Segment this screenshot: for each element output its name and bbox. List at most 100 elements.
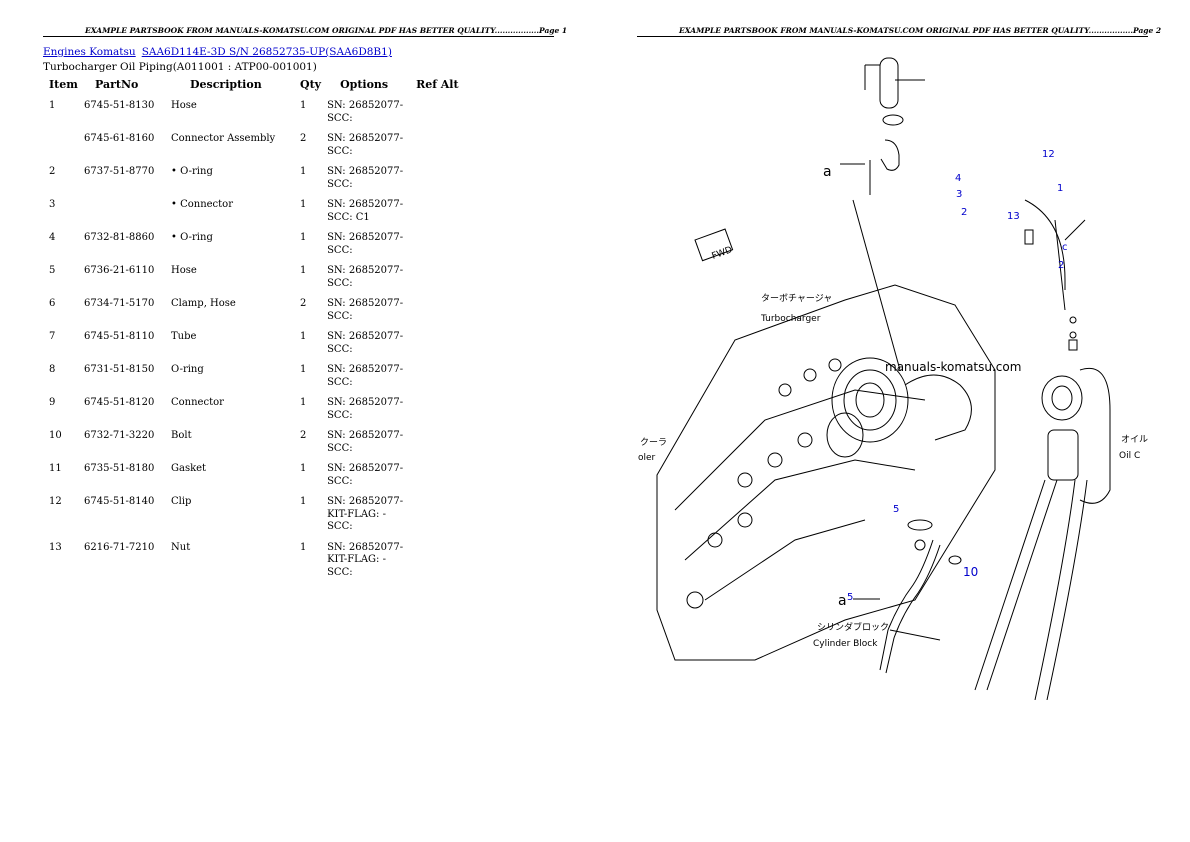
cell-description: • O-ring	[171, 232, 213, 243]
turbocharger	[826, 357, 972, 458]
engine-block	[656, 284, 996, 661]
callout-5: 5	[893, 504, 899, 515]
col-header-partno: PartNo	[95, 77, 139, 91]
label-block-jp: シリンダブロック	[817, 621, 889, 633]
cell-refalt	[413, 534, 463, 580]
cell-description: Connector Assembly	[171, 133, 276, 144]
cell-qty: 2	[300, 430, 307, 441]
fwd-arrow-icon	[694, 228, 734, 262]
hose-right	[974, 479, 1046, 691]
cell-item: 6	[49, 298, 56, 309]
label-cooler-jp: クーラ	[640, 437, 667, 448]
cell-item: 10	[49, 430, 62, 441]
cell-qty: 2	[300, 298, 307, 309]
cell-options: SN: 26852077- SCC:	[327, 133, 404, 157]
table-header-row: Item PartNo Description Qty Options Ref …	[43, 76, 463, 92]
cell-partno: 6745-51-8130	[84, 100, 155, 111]
cell-refalt	[413, 422, 463, 455]
cell-item: 8	[49, 364, 56, 375]
cell-item: 1	[49, 100, 56, 111]
cell-item: 4	[49, 232, 56, 243]
cell-options: SN: 26852077- SCC:	[327, 463, 404, 487]
oil-filter	[1041, 375, 1083, 481]
part-tube-lower	[879, 539, 934, 671]
label-oil-jp: オイル	[1121, 434, 1148, 445]
cell-refalt	[413, 290, 463, 323]
callout-c: c	[1062, 242, 1068, 253]
cell-partno: 6732-81-8860	[84, 232, 155, 243]
label-block-en: Cylinder Block	[813, 639, 878, 649]
col-header-item: Item	[49, 77, 78, 91]
cell-options: SN: 26852077- KIT-FLAG: - SCC:	[327, 541, 404, 578]
cell-options: SN: 26852077- SCC:	[327, 232, 404, 256]
cell-options: SN: 26852077- SCC: C1	[327, 199, 404, 223]
cell-description: Clip	[171, 496, 192, 507]
cell-partno: 6732-71-3220	[84, 430, 155, 441]
cell-description: Gasket	[171, 463, 207, 474]
label-cooler-en: oler	[638, 453, 656, 463]
fwd-label: FWD	[711, 245, 734, 262]
cell-qty: 1	[300, 364, 307, 375]
part-elbow-upper	[880, 139, 900, 171]
cell-refalt	[413, 257, 463, 290]
cell-item: 3	[49, 199, 56, 210]
cell-item: 13	[49, 541, 62, 553]
cell-refalt	[413, 455, 463, 488]
cell-qty: 1	[300, 331, 307, 342]
cell-refalt	[413, 488, 463, 534]
cell-qty: 1	[300, 199, 307, 210]
callout-2b: 2	[1058, 260, 1064, 271]
callout-3: 3	[956, 189, 962, 200]
cell-item: 7	[49, 331, 56, 342]
callout-5b: 5	[847, 592, 853, 603]
cell-item: 12	[49, 496, 62, 507]
cell-partno: 6737-51-8770	[84, 166, 155, 177]
label-turbo-en: Turbocharger	[760, 314, 821, 324]
cell-partno: 6736-21-6110	[84, 265, 155, 276]
cell-refalt	[413, 389, 463, 422]
cell-qty: 1	[300, 397, 307, 408]
cell-refalt	[413, 356, 463, 389]
part-tube-upper	[879, 57, 899, 109]
cell-qty: 2	[300, 133, 307, 144]
col-header-refalt: Ref Alt	[416, 77, 459, 91]
cell-partno: 6745-61-8160	[84, 133, 155, 144]
label-oil-en: Oil C	[1119, 451, 1140, 461]
cell-item	[43, 125, 81, 158]
breadcrumb: Engines Komatsu SAA6D114E-3D S/N 26852735…	[43, 46, 392, 58]
cell-refalt	[413, 158, 463, 191]
callout-4: 4	[955, 173, 961, 184]
part-clamp-upper	[882, 114, 904, 126]
cell-qty: 1	[300, 100, 307, 111]
cell-description: Nut	[171, 541, 191, 553]
header-divider	[43, 36, 554, 37]
watermark: manuals-komatsu.com	[885, 360, 1021, 374]
cell-qty: 1	[300, 496, 307, 507]
cell-refalt	[413, 125, 463, 158]
cell-partno: 6745-51-8120	[84, 397, 155, 408]
col-header-options: Options	[340, 77, 389, 91]
cell-refalt	[413, 224, 463, 257]
breadcrumb-link-engines[interactable]: Engines Komatsu	[43, 46, 136, 58]
cell-qty: 1	[300, 541, 307, 553]
callout-10: 10	[963, 565, 978, 579]
cell-qty: 1	[300, 232, 307, 243]
cell-partno: 6745-51-8140	[84, 496, 155, 507]
page-2: EXAMPLE PARTSBOOK FROM MANUALS-KOMATSU.C…	[595, 0, 1190, 842]
cell-options: SN: 26852077- SCC:	[327, 430, 404, 454]
cell-refalt	[413, 191, 463, 224]
cell-description: Tube	[171, 331, 197, 342]
breadcrumb-link-model[interactable]: SAA6D114E-3D S/N 26852735-UP(SAA6D8B1)	[141, 46, 392, 58]
cell-qty: 1	[300, 166, 307, 177]
cell-description: O-ring	[171, 364, 204, 375]
cell-refalt	[413, 92, 463, 125]
cell-description: Hose	[171, 100, 197, 111]
